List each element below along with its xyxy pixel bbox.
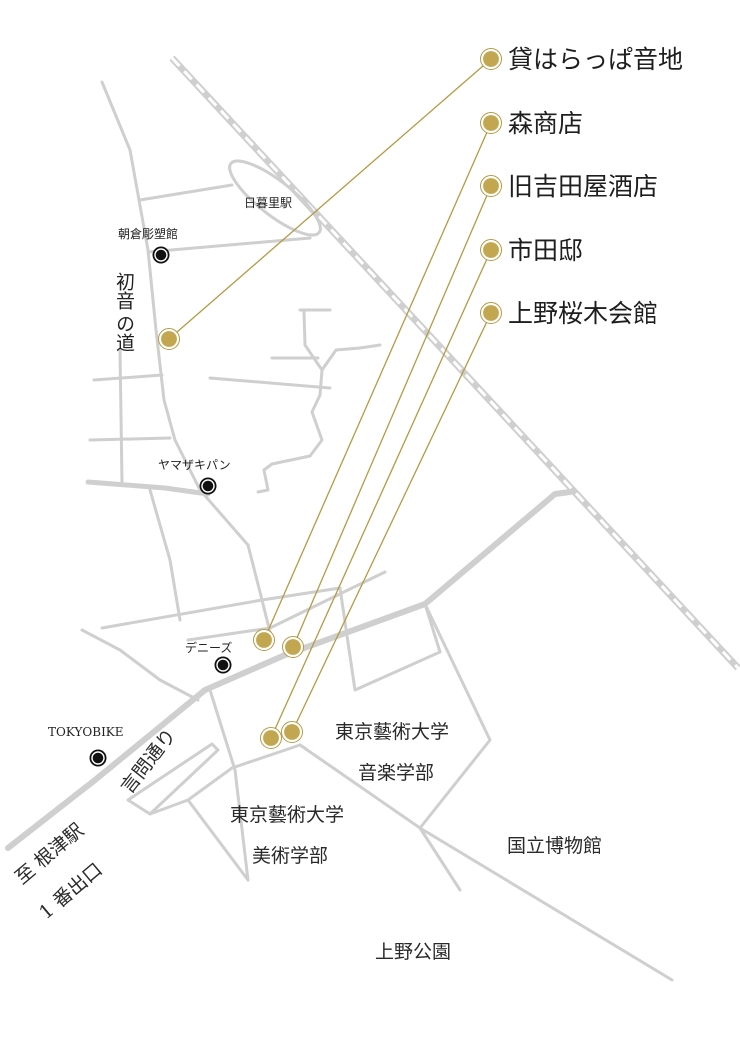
legend-bullet-icon xyxy=(480,239,502,261)
legend-bullet-icon xyxy=(480,175,502,197)
area-label-geidai-music-1: 東京藝術大学 xyxy=(335,721,449,743)
area-label-geidai-art-2: 美術学部 xyxy=(252,845,328,867)
leader-harappa xyxy=(168,58,492,340)
legend-item-sakuragi[interactable]: 上野桜木会館 xyxy=(480,299,659,328)
legend-label: 上野桜木会館 xyxy=(508,299,658,328)
poi-markers xyxy=(89,246,232,767)
poi-dennys[interactable] xyxy=(214,656,232,674)
gold-markers xyxy=(158,328,304,749)
legend-label: 森商店 xyxy=(508,109,583,138)
legend-bullet-icon xyxy=(480,302,502,324)
area-label-geidai-art-1: 東京藝術大学 xyxy=(230,804,344,826)
area-label-geidai-music-2: 音楽学部 xyxy=(358,762,434,784)
poi-tokyobike[interactable] xyxy=(89,749,107,767)
street-label-hatsune: 初音 の道 xyxy=(113,272,135,352)
leader-mori xyxy=(263,122,492,641)
street-label-hatsune-col2: の道 xyxy=(113,314,135,352)
marker-mori[interactable] xyxy=(253,629,275,651)
legend-bullet-icon xyxy=(480,48,502,70)
marker-ichida[interactable] xyxy=(260,727,282,749)
leader-ichida xyxy=(270,249,492,739)
legend-item-mori[interactable]: 森商店 xyxy=(480,109,584,138)
legend-item-harappa[interactable]: 貸はらっぱ音地 xyxy=(480,45,684,74)
legend-item-yoshidaya[interactable]: 旧吉田屋酒店 xyxy=(480,172,659,201)
poi-label-asakura: 朝倉彫塑館 xyxy=(118,226,178,241)
marker-yoshidaya[interactable] xyxy=(282,636,304,658)
legend-label: 貸はらっぱ音地 xyxy=(508,45,683,74)
poi-yamazaki[interactable] xyxy=(199,477,217,495)
poi-label-yamazaki: ヤマザキパン xyxy=(158,458,231,472)
legend-item-ichida[interactable]: 市田邸 xyxy=(480,236,584,265)
area-label-ueno-park: 上野公園 xyxy=(375,941,451,963)
legend-bullet-icon xyxy=(480,112,502,134)
leader-lines xyxy=(168,58,492,739)
street-label-hatsune-col1: 初音 xyxy=(113,272,135,310)
area-label-museum: 国立博物館 xyxy=(507,835,602,857)
poi-label-dennys: デニーズ xyxy=(185,640,232,655)
road-network xyxy=(5,80,674,982)
leader-sakuragi xyxy=(291,312,492,733)
poi-label-tokyobike: TOKYOBIKE xyxy=(48,725,124,739)
marker-sakuragi[interactable] xyxy=(281,721,303,743)
marker-harappa[interactable] xyxy=(158,328,180,350)
legend: 貸はらっぱ音地 森商店 旧吉田屋酒店 市田邸 上野桜木会館 xyxy=(480,45,684,328)
railway-line xyxy=(169,55,740,671)
legend-label: 旧吉田屋酒店 xyxy=(508,172,658,201)
poi-asakura[interactable] xyxy=(152,246,170,264)
leader-yoshidaya xyxy=(292,185,492,648)
station-label-nippori: 日暮里駅 xyxy=(244,196,292,210)
legend-label: 市田邸 xyxy=(508,236,583,265)
